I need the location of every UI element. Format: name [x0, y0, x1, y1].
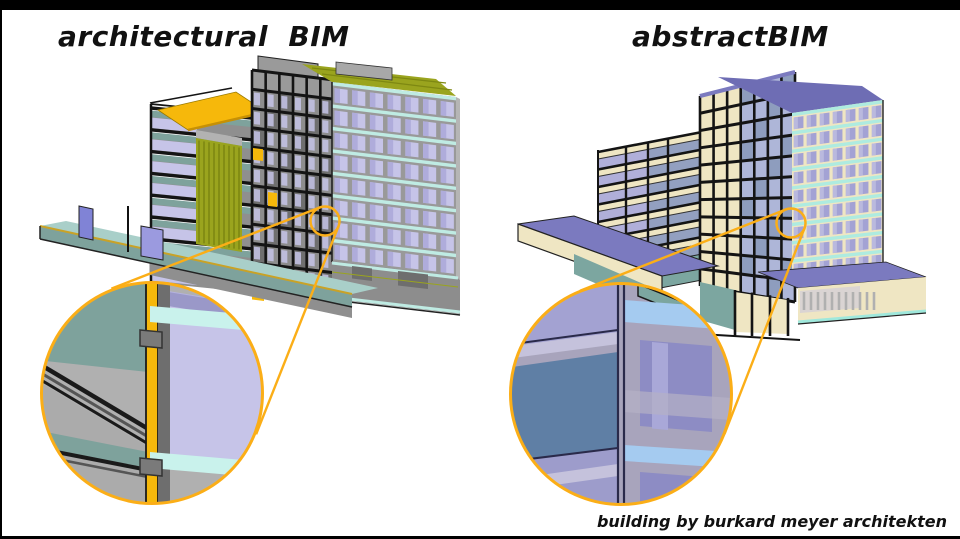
left-magnifier-callout — [40, 205, 341, 505]
window-facade-right — [792, 100, 884, 278]
magnifier-lens-circle — [40, 281, 264, 505]
leader-line — [723, 227, 806, 435]
credit-text: building by burkard meyer architekten — [596, 512, 947, 531]
left-frame-line — [0, 0, 2, 539]
bottom-frame-bar — [0, 536, 960, 539]
magnifier-lens-circle — [509, 282, 733, 506]
architectural-bim-model — [39, 55, 461, 318]
top-frame-bar — [0, 0, 960, 10]
core-wall — [196, 130, 242, 252]
detail-view — [41, 282, 263, 504]
magnifier-source-circle — [309, 205, 341, 237]
podium-right — [757, 261, 927, 325]
leader-line — [254, 225, 340, 435]
podium — [331, 261, 461, 316]
leader-line — [110, 206, 321, 290]
ground-slab — [39, 205, 378, 318]
left-panel-title: architectural BIM — [58, 20, 350, 53]
magnifier-source-circle — [775, 207, 807, 239]
roof — [302, 61, 456, 96]
window-facade — [331, 82, 460, 280]
right-panel-title: abstractBIM — [632, 20, 829, 53]
section-grid-right — [698, 70, 801, 341]
leader-line — [579, 208, 787, 292]
